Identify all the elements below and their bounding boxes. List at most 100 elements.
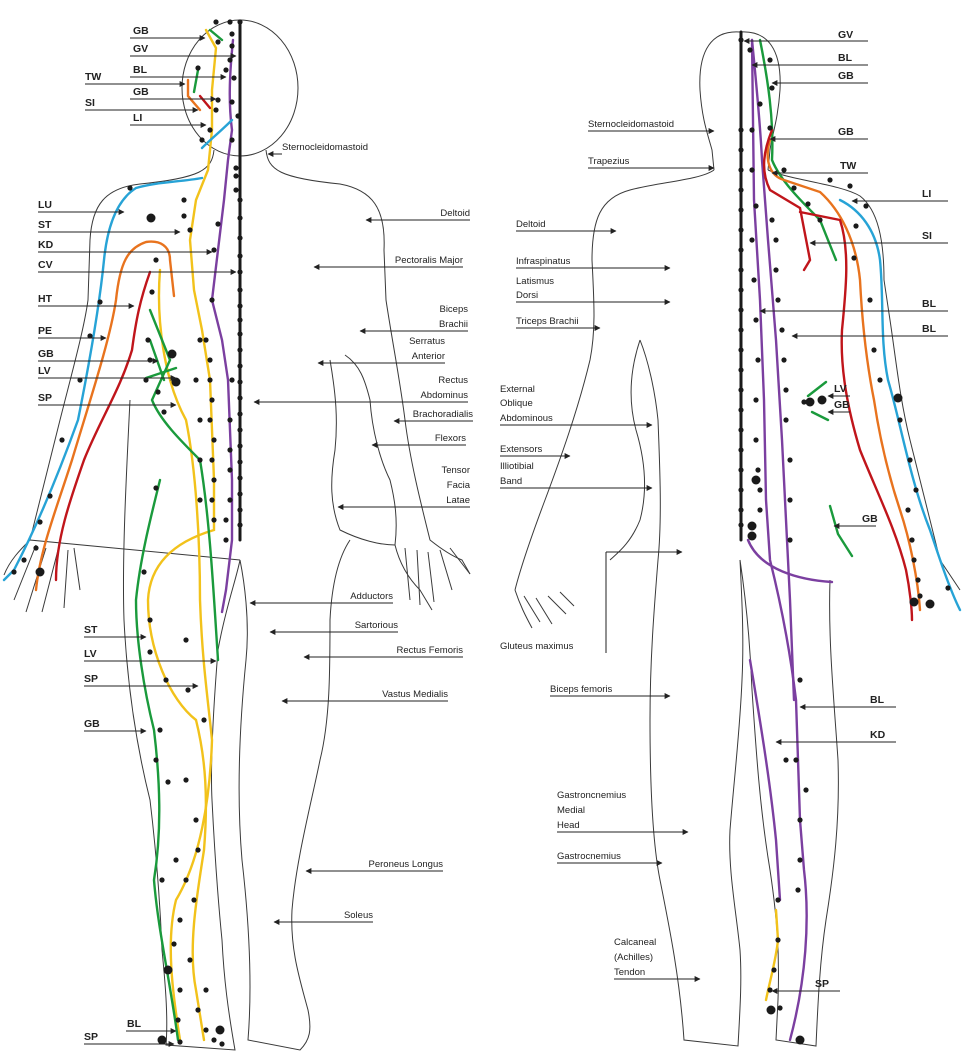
back-tw-line xyxy=(766,138,922,612)
acupoint-dot xyxy=(187,957,193,963)
acupoint-dot xyxy=(747,47,753,53)
acupoint-dot xyxy=(197,497,203,503)
acupoint-dot xyxy=(227,417,233,423)
acupoint-dot xyxy=(775,297,781,303)
front-label-sp-2: SP xyxy=(84,673,98,685)
acupoint-dot xyxy=(181,197,187,203)
acupoint-dot xyxy=(877,377,883,383)
back-legs-outline xyxy=(649,419,839,1047)
label-vastus-medialis: Vastus Medialis xyxy=(382,689,448,700)
acupoint-dot xyxy=(153,485,159,491)
acupoint-dot xyxy=(195,65,201,71)
acupoint-dot xyxy=(753,203,759,209)
back-torso-outline xyxy=(514,169,961,591)
acupoint-dot xyxy=(237,427,243,433)
acupoint-dot xyxy=(209,497,215,503)
front-label-si: SI xyxy=(85,97,95,109)
acupoint-dot xyxy=(797,817,803,823)
acupoint-dot-large xyxy=(747,521,757,531)
front-label-bl-2: BL xyxy=(127,1018,142,1030)
acupoint-dot xyxy=(143,377,149,383)
acupoint-dot xyxy=(787,497,793,503)
acupoint-dot xyxy=(851,255,857,261)
acupoint-dot xyxy=(219,1041,225,1047)
acupoint-dot xyxy=(945,585,951,591)
acupoint-dot xyxy=(237,235,243,241)
front-label-gb-1: GB xyxy=(133,25,149,37)
back-label-li: LI xyxy=(922,188,931,200)
back-label-gb-4: GB xyxy=(862,513,878,525)
acupoint-dot-large xyxy=(747,531,757,541)
acupoint-dot xyxy=(229,137,235,143)
acupoint-dot xyxy=(783,387,789,393)
front-label-gb-4: GB xyxy=(84,718,100,730)
back-label-bl-4: BL xyxy=(870,694,885,706)
label-calcaneal-1: Calcaneal xyxy=(614,937,656,948)
acupoint-dot xyxy=(863,203,869,209)
acupoint-dot xyxy=(209,297,215,303)
acupoint-dot xyxy=(797,857,803,863)
acupoint-dot xyxy=(757,487,763,493)
front-label-st: ST xyxy=(38,219,52,231)
label-biceps-1: Biceps xyxy=(439,304,468,315)
acupoint-dot xyxy=(177,1039,183,1045)
back-label-gb-1: GB xyxy=(838,70,854,82)
front-label-li: LI xyxy=(133,112,142,124)
front-label-st-2: ST xyxy=(84,624,98,636)
front-tw-line xyxy=(186,78,202,112)
acupoint-dot xyxy=(235,113,241,119)
acupoint-dot xyxy=(237,287,243,293)
back-label-gb-2: GB xyxy=(838,126,854,138)
acupoint-dot-large xyxy=(925,599,935,609)
label-illiotibial-1: Illiotibial xyxy=(500,461,534,472)
acupoint-dot xyxy=(211,247,217,253)
back-label-gb-3: GB xyxy=(834,399,850,411)
acupoint-dot xyxy=(237,269,243,275)
acupoint-dot xyxy=(749,127,755,133)
acupoint-dot xyxy=(909,537,915,543)
acupoint-dot xyxy=(227,447,233,453)
acupoint-dot xyxy=(907,457,913,463)
back-left-hand-outline xyxy=(514,589,575,629)
acupoint-dot xyxy=(775,937,781,943)
acupoint-dot xyxy=(853,223,859,229)
label-calcaneal-2: (Achilles) xyxy=(614,952,653,963)
acupoint-dot xyxy=(787,457,793,463)
acupoint-dot xyxy=(237,215,243,221)
acupoint-dot-large xyxy=(805,397,815,407)
label-flexors: Flexors xyxy=(435,433,466,444)
acupoint-dot xyxy=(237,491,243,497)
acupoint-dot xyxy=(753,437,759,443)
acupoint-dot xyxy=(738,367,744,373)
acupoint-dot xyxy=(781,167,787,173)
acupoint-dot-large xyxy=(893,393,903,403)
back-label-gv: GV xyxy=(838,29,853,41)
acupoint-dot xyxy=(59,437,65,443)
front-label-ht: HT xyxy=(38,293,53,305)
acupoint-dot xyxy=(171,941,177,947)
front-muscle-labels: Sternocleidomastoid Deltoid Pectoralis M… xyxy=(282,142,473,921)
acupoint-dot xyxy=(738,447,744,453)
acupoint-dot xyxy=(738,127,744,133)
acupoint-dot xyxy=(207,357,213,363)
acupoint-dot xyxy=(237,363,243,369)
back-si-line xyxy=(762,128,914,622)
acupoint-dot xyxy=(237,411,243,417)
acupoint-dot xyxy=(793,757,799,763)
acupoint-dot xyxy=(161,409,167,415)
acupoint-dot-large xyxy=(163,965,173,975)
label-rectus-2: Abdominus xyxy=(420,390,468,401)
label-external-3: Abdominous xyxy=(500,413,553,424)
acupoint-dot xyxy=(197,417,203,423)
acupoint-dot xyxy=(827,177,833,183)
acupoint-dot xyxy=(147,617,153,623)
acupoint-dot xyxy=(153,257,159,263)
label-external-1: External xyxy=(500,384,535,395)
acupoint-dot xyxy=(911,557,917,563)
back-label-bl-3: BL xyxy=(922,323,937,335)
acupoint-dot xyxy=(769,217,775,223)
acupoint-dot-large xyxy=(157,1035,167,1045)
acupoint-dot xyxy=(738,147,744,153)
acupoint-dot xyxy=(197,457,203,463)
